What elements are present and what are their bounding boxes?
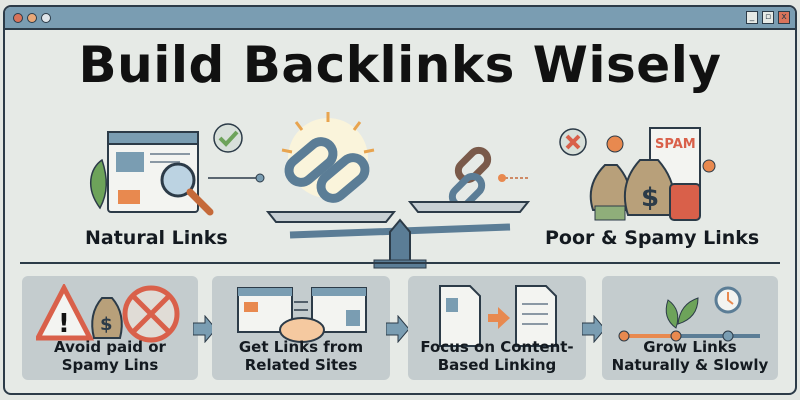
arrow-right-icon [193,315,217,343]
step-label-line1: Focus on Content- [420,338,574,356]
minimize-button[interactable]: _ [746,11,758,24]
check-icon [213,123,243,153]
svg-text:!: ! [58,309,70,339]
handshake-websites-icon [237,287,367,343]
step-label-line2: Spamy Lins [61,356,159,374]
svg-text:$: $ [641,183,659,213]
step-card-content-based: Focus on Content-Based Linking [408,276,586,380]
poor-links-label: Poor & Spamy Links [545,227,760,249]
documents-icon [439,285,557,347]
step-label-line2: Naturally & Slowly [611,356,769,374]
chain-link-icon [284,137,370,203]
step-label-line1: Avoid paid or [54,338,166,356]
growth-timeline-icon [618,286,760,342]
title-bar: _ ▫ x [5,7,795,30]
step-label-line1: Grow Links [643,338,737,356]
warning-icon: ! $ [36,284,180,343]
spam-links-illustration: SPAM $ [559,127,716,221]
step-label-line2: Based Linking [437,356,557,374]
arrow-right-icon [582,315,606,343]
spam-text: SPAM [655,137,696,152]
natural-links-illustration [90,123,265,216]
maximize-dot[interactable] [41,13,51,23]
page-title: Build Backlinks Wisely [78,36,722,94]
minimize-dot[interactable] [27,13,37,23]
natural-links-label: Natural Links [85,227,228,249]
step-label-line2: Related Sites [244,356,358,374]
step-label-line1: Get Links from [238,338,364,356]
close-button[interactable]: x [778,11,790,24]
close-dot[interactable] [13,13,23,23]
arrow-right-icon [386,315,410,343]
gear-icon [606,135,624,153]
balance-scale-illustration [265,112,530,269]
svg-text:$: $ [100,314,113,335]
broken-chain-icon [448,146,492,210]
maximize-button[interactable]: ▫ [762,11,774,24]
divider [20,262,780,264]
